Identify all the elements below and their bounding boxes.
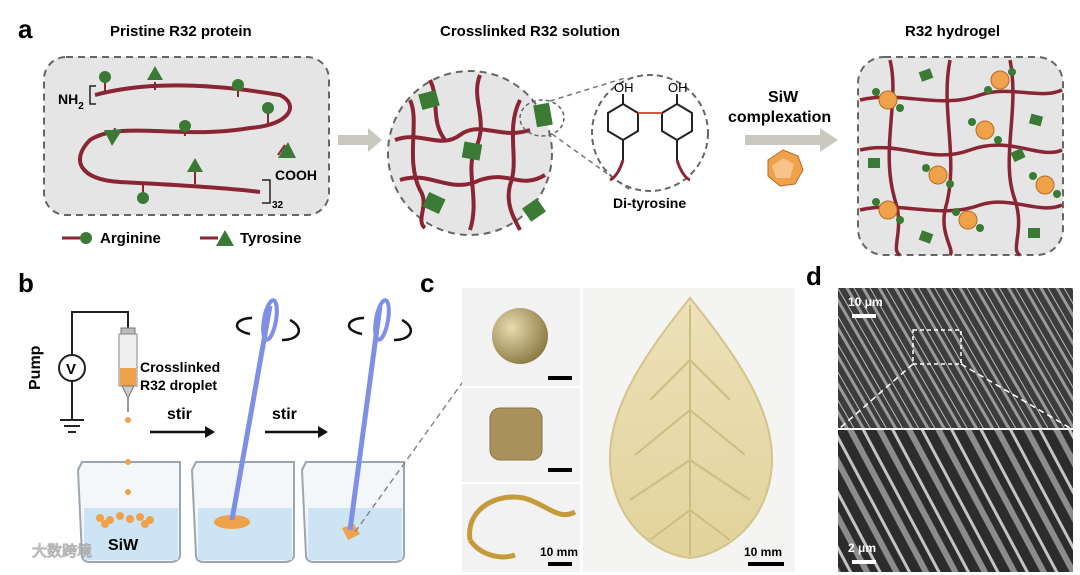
arrow-1: [338, 128, 382, 152]
stir-arrow-1: [205, 426, 215, 438]
stir-arrow-2: [318, 426, 328, 438]
repeat-bracket: [262, 179, 271, 204]
voltmeter-label: V: [66, 361, 76, 378]
ditryosine-structure: [607, 94, 693, 160]
stir-label-1: stir: [167, 406, 192, 423]
ditryosine-label: Di-tyrosine: [613, 195, 686, 211]
panel-label-b: b: [18, 268, 34, 298]
oh-label-left: OH: [614, 80, 634, 95]
sem-image-top: [838, 288, 1073, 428]
hydrogel-sphere: [492, 308, 548, 364]
panel-d: d 10 μm 2 μm: [806, 261, 1073, 572]
pump-label: Pump: [27, 345, 44, 390]
hydrogel-residues: [868, 68, 1061, 244]
leaf-veins: [629, 305, 751, 555]
beaker-1: [76, 459, 181, 563]
oh-label-right: OH: [668, 80, 688, 95]
legend-arginine: Arginine: [100, 230, 161, 247]
panel-label-a: a: [18, 14, 33, 44]
sem-image-bottom: [838, 430, 1073, 572]
scale-label-c1: 10 mm: [540, 545, 578, 559]
hydrogel-fiber: [467, 494, 577, 541]
repeat-label: 32: [272, 200, 284, 211]
title-pristine: Pristine R32 protein: [110, 23, 252, 40]
beaker-2: [190, 298, 295, 563]
arginine-icon: [80, 232, 92, 244]
zoom-ellipse: [519, 99, 565, 137]
arrow-2: [745, 128, 838, 152]
panel-label-d: d: [806, 261, 822, 291]
hydrogel-siw-clusters: [878, 70, 1055, 230]
sem-zoom-box: [912, 329, 962, 365]
rotation-icon-2: [347, 316, 413, 342]
siw-cluster-icon: [767, 149, 804, 187]
watermark-text: 大数跨境: [32, 542, 92, 560]
tyrosine-icon: [216, 230, 234, 246]
panel-label-c: c: [420, 268, 434, 298]
pristine-protein-box: [43, 56, 330, 216]
panel-a: a Pristine R32 protein Crosslinked R32 s…: [18, 14, 1064, 257]
scale-label-d-bottom: 2 μm: [848, 541, 876, 555]
pristine-residues: [99, 66, 296, 204]
voltmeter-icon: [58, 354, 86, 382]
cooh-label: COOH: [275, 167, 317, 183]
title-crosslinked: Crosslinked R32 solution: [440, 23, 620, 40]
legend: Arginine Tyrosine: [62, 230, 301, 247]
nh2-label: NH2: [58, 91, 84, 112]
panel-b: b Pump V Crosslinked R32 droplet stir st…: [18, 268, 501, 563]
scale-label-d-top: 10 μm: [848, 295, 883, 309]
pump-circuit: [60, 311, 129, 433]
rotation-icon-1: [235, 316, 301, 342]
legend-tyrosine: Tyrosine: [240, 230, 301, 247]
siw-text: SiW: [768, 89, 799, 106]
crosslinked-tyrosines: [418, 89, 553, 222]
title-hydrogel: R32 hydrogel: [905, 23, 1000, 40]
beaker-siw-label: SiW: [108, 537, 139, 554]
nh2-bracket: [89, 85, 96, 105]
beaker-3: [300, 298, 405, 563]
watermark: 大数跨境: [9, 541, 92, 560]
syringe-icon: [118, 327, 138, 423]
stir-label-2: stir: [272, 406, 297, 423]
complexation-text: complexation: [728, 109, 831, 126]
droplet-label-1: Crosslinked: [140, 359, 220, 375]
panel-c: c 10 mm 10 mm: [420, 268, 795, 572]
hydrogel-cube: [489, 407, 543, 461]
droplet-label-2: R32 droplet: [140, 377, 217, 393]
scale-label-c2: 10 mm: [744, 545, 782, 559]
